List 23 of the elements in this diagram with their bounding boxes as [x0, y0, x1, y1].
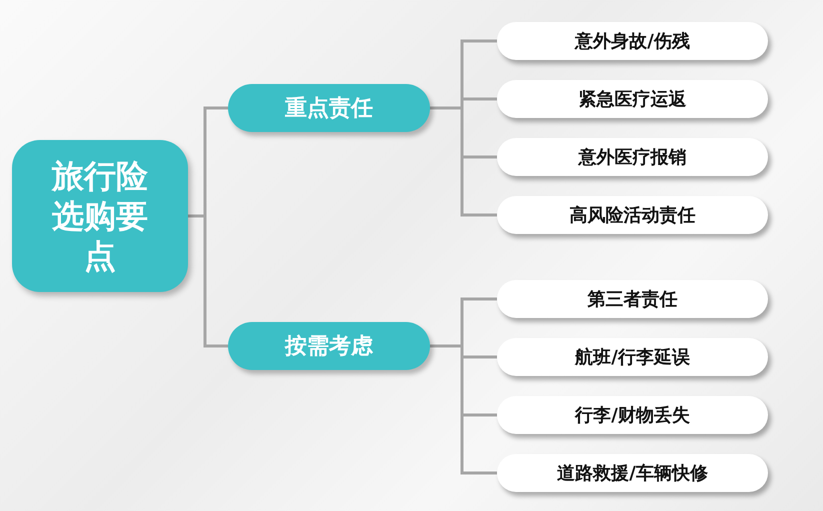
- item-box: [497, 196, 768, 234]
- item-box: [497, 80, 768, 118]
- node-label: 重点责任: [285, 95, 373, 123]
- item-box: [497, 280, 768, 318]
- node-label: 按需考虑: [285, 333, 373, 361]
- node-label: 道路救援/车辆快修: [557, 462, 708, 485]
- item-box: [497, 138, 768, 176]
- node-label: 旅行险选购要点: [52, 156, 148, 276]
- category-box: [228, 84, 430, 132]
- node-label: 紧急医疗运返: [578, 88, 686, 111]
- node-label: 第三者责任: [588, 288, 678, 311]
- node-label: 意外医疗报销: [578, 146, 686, 169]
- item-box: [497, 22, 768, 60]
- node-label: 意外身故/伤残: [575, 30, 690, 53]
- connector-line: [188, 214, 228, 348]
- topic-box: [12, 140, 188, 292]
- node-label: 行李/财物丢失: [575, 404, 690, 427]
- node-label: 航班/行李延误: [575, 346, 690, 369]
- node-label: 高风险活动责任: [570, 204, 696, 227]
- item-box: [497, 396, 768, 434]
- category-box: [228, 322, 430, 370]
- item-box: [497, 338, 768, 376]
- item-box: [497, 454, 768, 492]
